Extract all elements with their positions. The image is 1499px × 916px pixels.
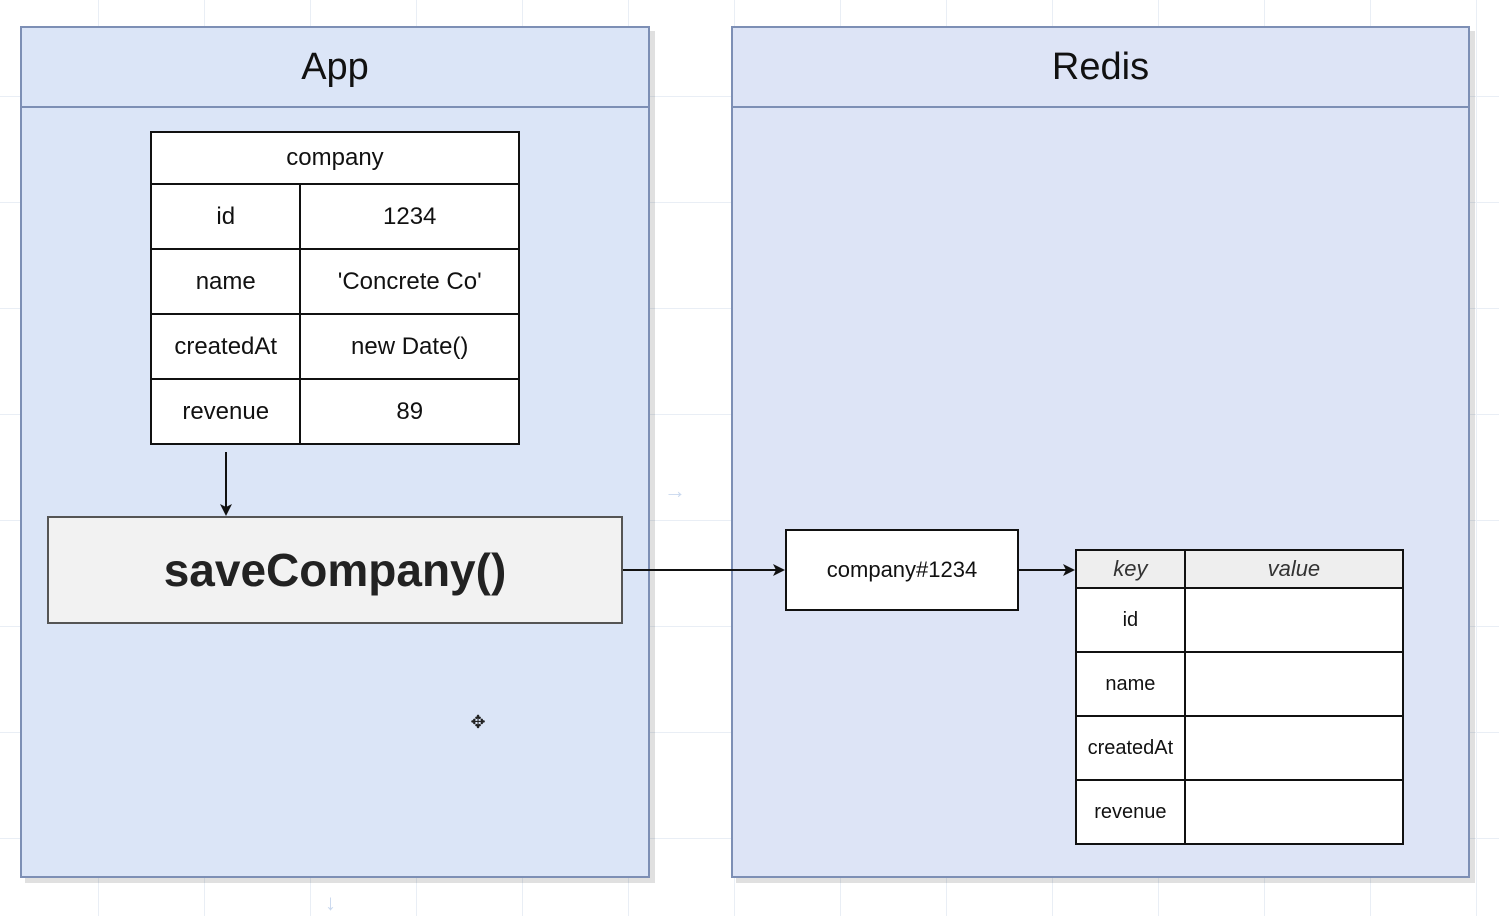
company-key-cell: id [149,183,302,250]
redis-title: Redis [733,28,1468,108]
save-company-function-box[interactable]: saveCompany() [47,516,623,624]
redis-hash-table[interactable]: key value id name createdAt revenue [1075,549,1405,845]
table-row: name 'Concrete Co' [149,248,520,315]
company-value-cell: 1234 [299,183,520,250]
company-value-cell: new Date() [299,313,520,380]
company-key-cell: revenue [149,378,302,445]
hash-value-cell [1183,651,1405,717]
hash-key-cell: name [1075,651,1186,717]
company-table-title: company [150,131,520,185]
app-title: App [22,28,648,108]
table-row: id 1234 [149,183,520,250]
ghost-arrow-right-icon: → [664,478,686,503]
company-table[interactable]: company id 1234 name 'Concrete Co' creat… [149,131,520,445]
table-row: revenue 89 [149,378,520,445]
hash-value-cell [1183,587,1405,653]
move-cursor-icon: ✥ [470,712,486,732]
company-value-cell: 89 [299,378,520,445]
ghost-arrow-down-icon: ↓ [325,890,336,915]
company-key-cell: name [149,248,302,315]
hash-value-cell [1183,779,1405,845]
hash-header-value: value [1183,549,1405,589]
table-row: createdAt new Date() [149,313,520,380]
company-key-cell: createdAt [149,313,302,380]
hash-key-cell: id [1075,587,1186,653]
hash-key-cell: revenue [1075,779,1186,845]
hash-value-cell [1183,715,1405,781]
table-row: createdAt [1075,715,1405,781]
hash-header-key: key [1075,549,1186,589]
company-value-cell: 'Concrete Co' [299,248,520,315]
table-row: id [1075,587,1405,653]
hash-key-cell: createdAt [1075,715,1186,781]
table-row: name [1075,651,1405,717]
redis-key-box[interactable]: company#1234 [785,529,1019,611]
table-row: revenue [1075,779,1405,845]
